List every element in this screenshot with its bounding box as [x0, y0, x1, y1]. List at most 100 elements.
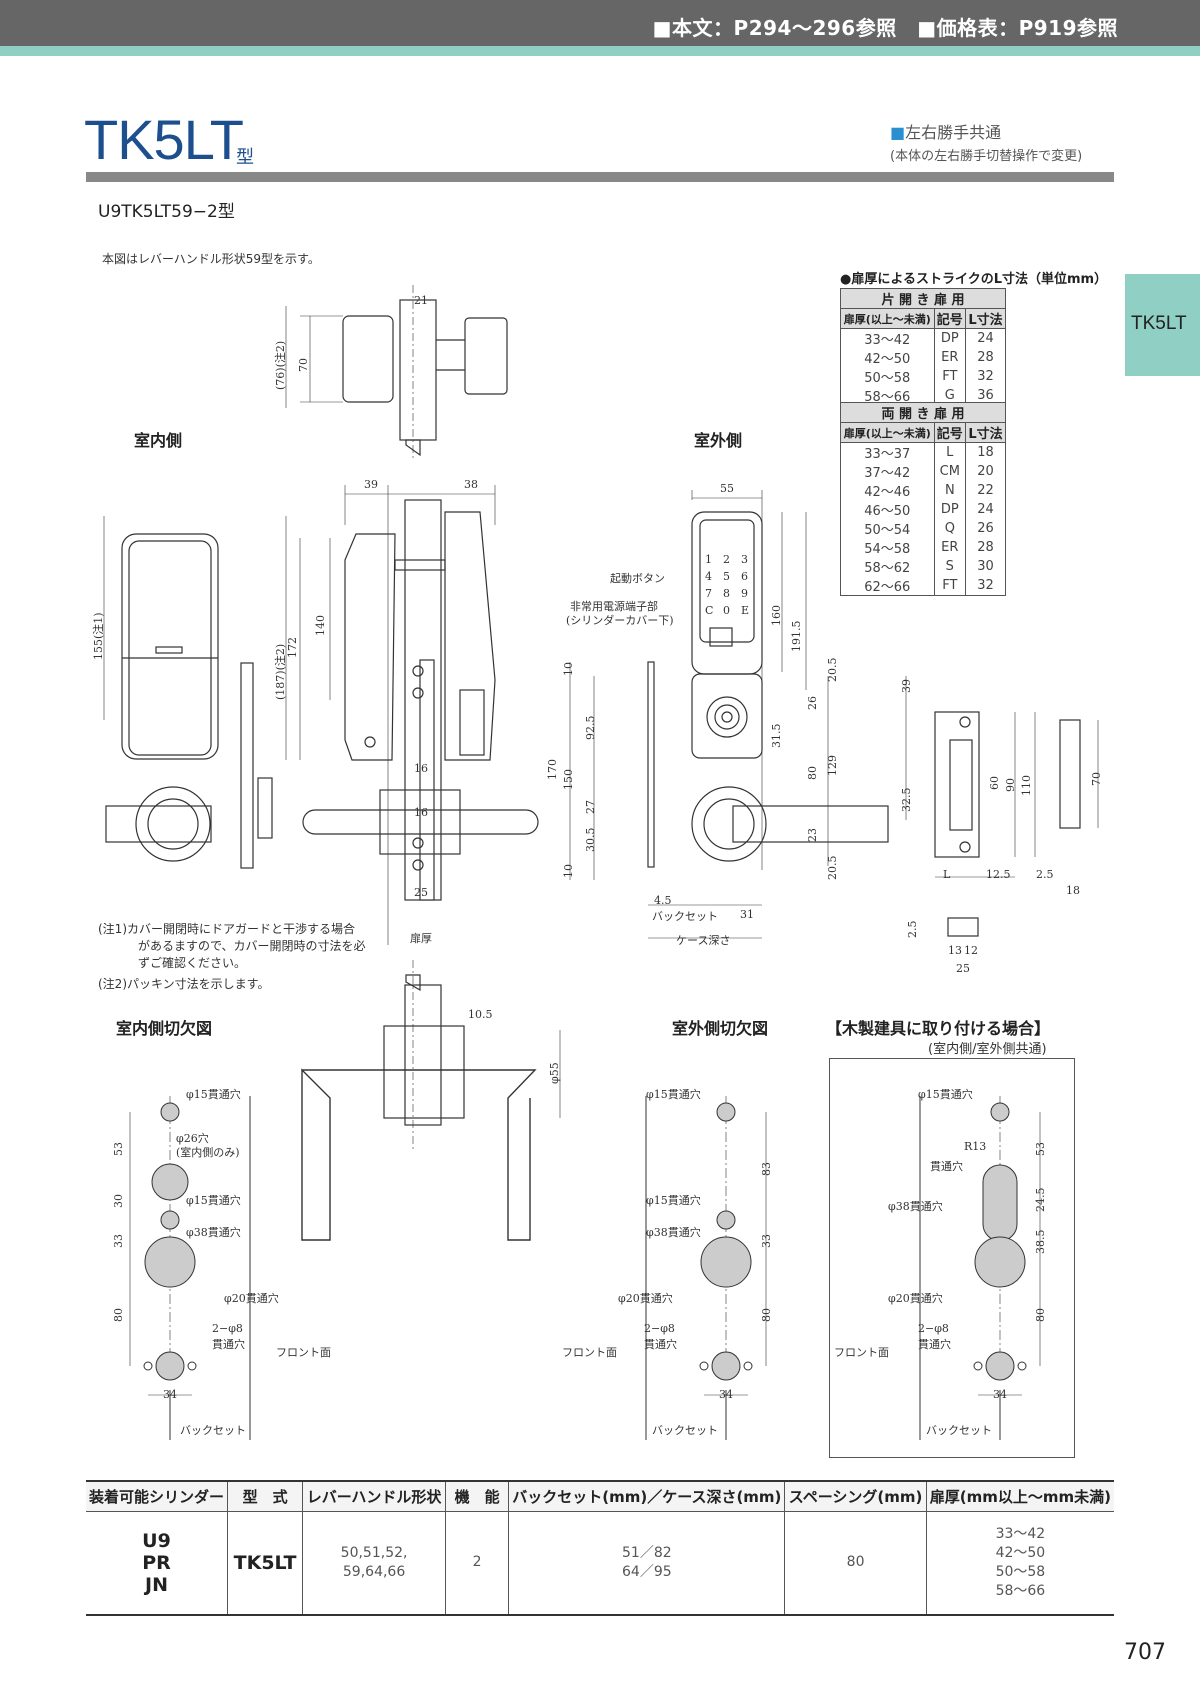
outdoor-hole20: φ20貫通穴	[618, 1292, 673, 1305]
dim-140: 140	[314, 615, 327, 636]
dim-16a: 16	[414, 762, 428, 775]
strike-table-title: ●扉厚によるストライクのL寸法（単位mm）	[840, 272, 1108, 287]
dim-39: 39	[364, 478, 378, 491]
key-8[interactable]: 8	[723, 587, 730, 600]
handle-line-1: 50,51,52,	[340, 1544, 408, 1561]
wooden-hole8-sub: 貫通穴	[918, 1338, 951, 1351]
indoor-dim-80: 80	[112, 1308, 125, 1322]
key-4[interactable]: 4	[705, 570, 712, 583]
wooden-backset: バックセット	[926, 1424, 992, 1437]
cell: CM	[933, 462, 967, 481]
page-title: TK5LT	[84, 108, 244, 171]
indoor-backset: バックセット	[180, 1424, 246, 1437]
key-7[interactable]: 7	[705, 587, 712, 600]
outdoor-hole38: φ38貫通穴	[646, 1226, 701, 1239]
dim-129: 129	[826, 755, 839, 776]
dim-45: 4.5	[654, 894, 672, 907]
wooden-dim-53: 53	[1034, 1142, 1047, 1156]
indoor-hole38: φ38貫通穴	[186, 1226, 241, 1239]
dim-70: 70	[297, 358, 310, 372]
dim-16b: 16	[414, 806, 428, 819]
callout-case-depth: ケース深さ	[676, 934, 731, 947]
dim-phi55: φ55	[548, 1062, 561, 1084]
wooden-dim-80: 80	[1034, 1308, 1047, 1322]
callout-start-button: 起動ボタン	[610, 572, 665, 585]
spec-handles: 50,51,52, 59,64,66	[302, 1511, 446, 1616]
cell: Q	[933, 519, 967, 538]
dim-13: 13	[948, 944, 962, 957]
note2: (注2)パッキン寸法を示します。	[98, 977, 270, 991]
dim-150: 150	[562, 769, 575, 790]
outdoor-dim-83: 83	[760, 1162, 773, 1176]
cell: 32	[965, 367, 1006, 386]
spec-header-model: 型 式	[227, 1480, 303, 1512]
dim-39-strike: 39	[900, 679, 913, 693]
dim-925: 92.5	[584, 715, 597, 741]
spec-thickness: 33〜42 42〜50 50〜58 58〜66	[925, 1511, 1114, 1616]
dim-90: 90	[1004, 778, 1017, 792]
key-0[interactable]: 0	[723, 604, 730, 617]
dim-25-bottom: 25	[956, 962, 970, 975]
spec-function: 2	[444, 1511, 509, 1616]
key-3[interactable]: 3	[741, 553, 748, 566]
dim-10b: 10	[562, 864, 575, 878]
indoor-hole26-sub: (室内側のみ)	[176, 1146, 240, 1159]
top-view-outdoor-body	[464, 317, 508, 395]
table-row: U9 PR JN TK5LT 50,51,52, 59,64,66 2 51／8…	[86, 1511, 1114, 1616]
key-5[interactable]: 5	[723, 570, 730, 583]
key-9[interactable]: 9	[741, 587, 748, 600]
key-e[interactable]: E	[741, 604, 750, 617]
callout-emergency-sub: (シリンダーカバー下)	[566, 614, 674, 627]
key-2[interactable]: 2	[723, 553, 730, 566]
key-c[interactable]: C	[705, 604, 714, 617]
cell: 37〜42	[840, 462, 935, 481]
dim-110: 110	[1020, 775, 1033, 796]
wooden-dim-245: 24.5	[1034, 1187, 1047, 1213]
callout-emergency: 非常用電源端子部	[570, 600, 658, 613]
cell: 32	[965, 576, 1006, 596]
cell: 18	[965, 442, 1006, 462]
spec-backset: 51／82 64／95	[508, 1511, 785, 1616]
side-tab[interactable]	[1125, 274, 1200, 376]
lever-plan	[301, 1068, 537, 1241]
side-tab-label: TK5LT	[1131, 313, 1187, 334]
dim-55: 55	[720, 482, 734, 495]
cylinder-pr: PR	[142, 1551, 171, 1574]
dim-31: 31	[740, 908, 754, 921]
key-6[interactable]: 6	[741, 570, 748, 583]
strike-box	[1059, 719, 1081, 829]
strike-single-caption: 片 開 き 扉 用	[840, 288, 1006, 309]
outdoor-hole15: φ15貫通穴	[646, 1088, 701, 1101]
cell: 42〜50	[840, 348, 935, 367]
cell: FT	[933, 367, 967, 386]
strike-double-header-code: 記号	[933, 422, 967, 443]
outdoor-dim-34: 34	[719, 1388, 733, 1401]
dim-155: 155(注1)	[92, 612, 105, 660]
dim-25-box: 2.5	[906, 920, 919, 939]
indoor-dim-33: 33	[112, 1234, 125, 1248]
dim-315: 31.5	[770, 723, 783, 749]
indoor-hole15b: φ15貫通穴	[186, 1194, 241, 1207]
cell: 50〜58	[840, 367, 935, 386]
cylinder-jn: JN	[145, 1573, 168, 1596]
dim-170: 170	[546, 759, 559, 780]
drawing-note: 本図はレバーハンドル形状59型を示す。	[102, 252, 320, 266]
cell: 36	[965, 386, 1006, 406]
spec-header-cylinder: 装着可能シリンダー	[86, 1480, 228, 1512]
wooden-r13: R13	[964, 1140, 987, 1153]
thickness-line-1: 33〜42	[995, 1525, 1046, 1542]
strike-single-header-code: 記号	[933, 308, 967, 329]
cell: DP	[933, 328, 967, 348]
caption-indoor: 室内側	[134, 431, 183, 450]
backset-line-2: 64／95	[622, 1563, 672, 1580]
dim-125: 12.5	[986, 868, 1011, 881]
key-1[interactable]: 1	[705, 553, 712, 566]
dim-76: (76)(注2)	[274, 340, 287, 390]
handed-subnote: (本体の左右勝手切替操作で変更)	[890, 149, 1083, 164]
